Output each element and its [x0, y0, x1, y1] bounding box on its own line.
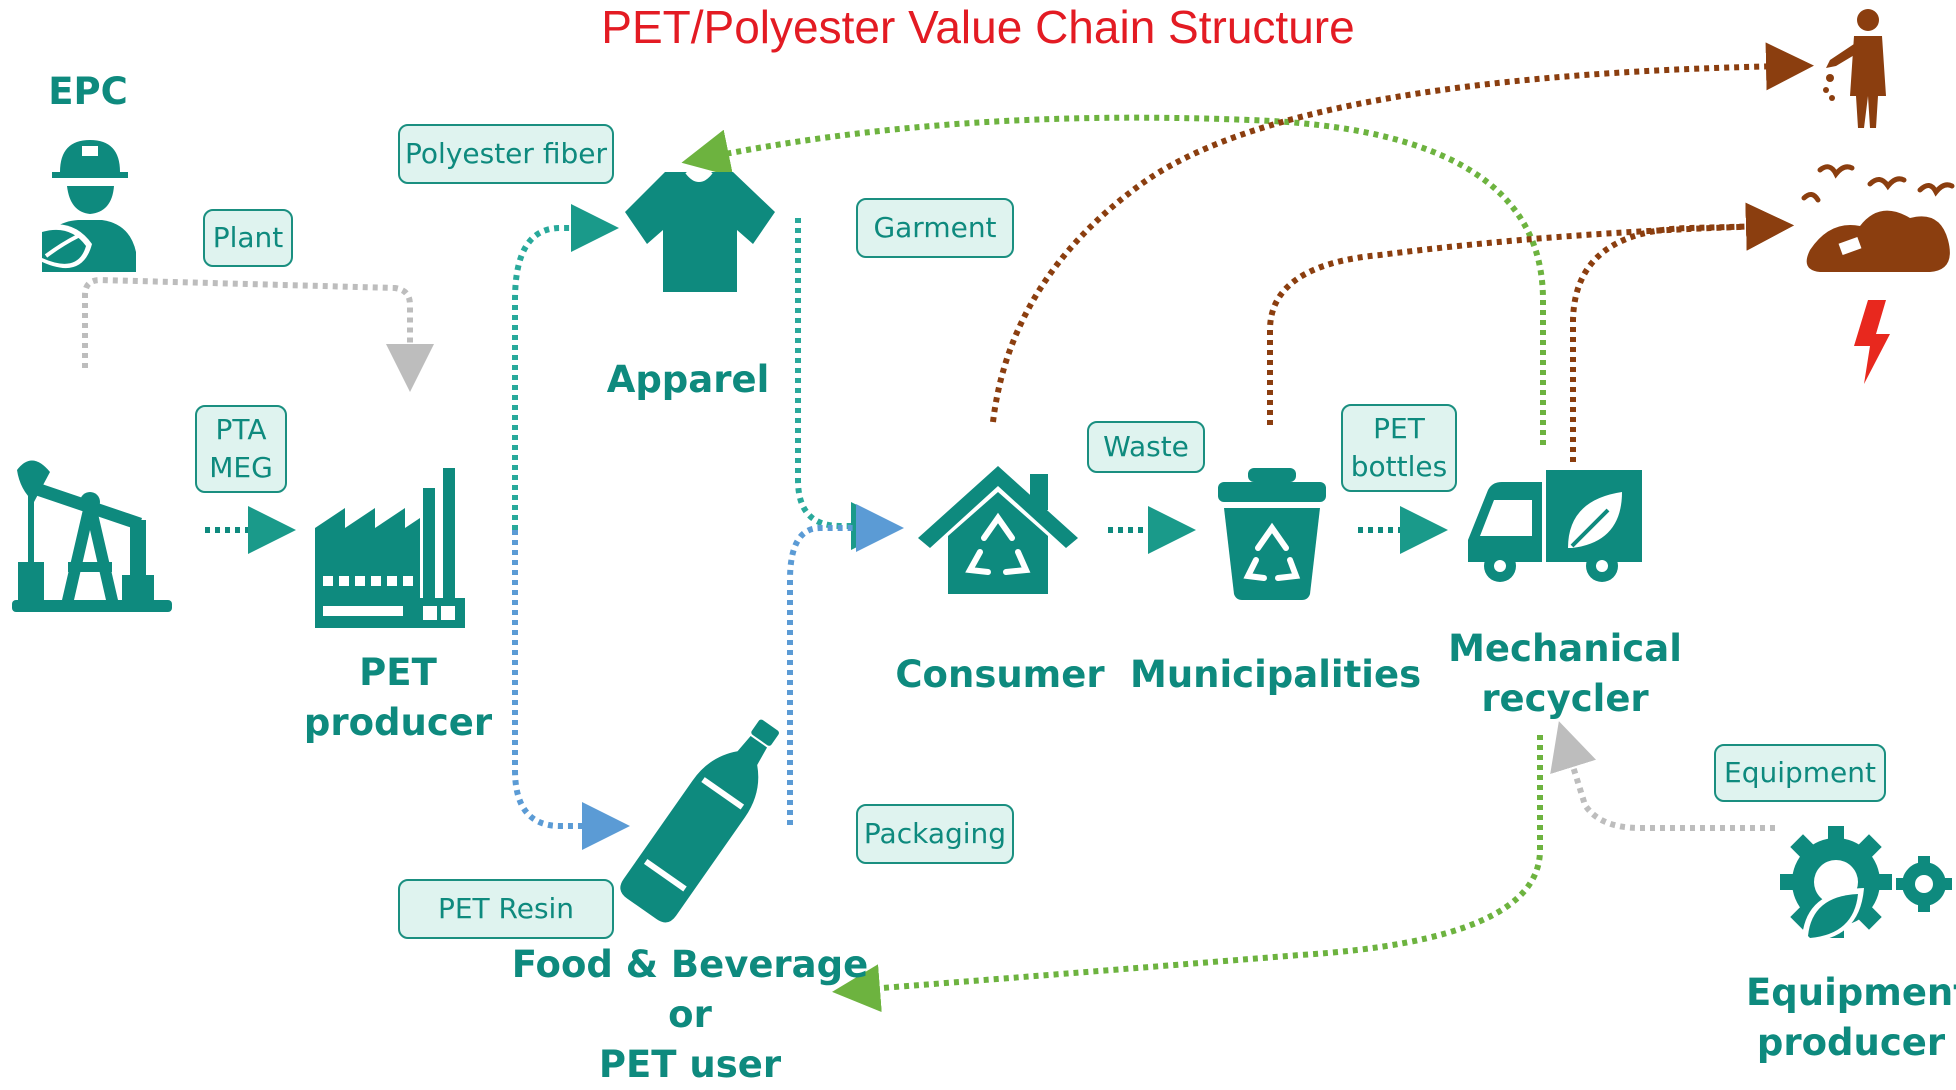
eco-truck-icon — [1468, 470, 1642, 582]
tag-garment: Garment — [856, 198, 1014, 258]
bottle-icon — [620, 719, 779, 923]
worker-leaf-icon — [38, 140, 136, 272]
tag-pet-bottles: PET bottles — [1341, 404, 1457, 492]
flow-epc-to-feedstock — [82, 276, 434, 392]
mechanical-recycler-label: Mechanical recycler — [1448, 627, 1682, 720]
flow-recycler-to-food-beverage — [832, 735, 1543, 1013]
flow-pet-to-apparel — [512, 204, 619, 530]
tag-plant: Plant — [203, 209, 293, 267]
flow-recycler-to-apparel — [681, 114, 1546, 445]
litter-person-icon — [1823, 9, 1886, 128]
apparel-label: Apparel — [606, 358, 770, 401]
recycle-house-icon — [918, 466, 1078, 594]
food-beverage-label: Food & Beverage or PET user — [511, 943, 869, 1086]
flow-pet-to-bottle — [512, 530, 630, 850]
diagram-title: PET/Polyester Value Chain Structure — [601, 1, 1355, 53]
tag-pta-meg: PTA MEG — [195, 405, 287, 493]
consumer-label: Consumer — [895, 653, 1105, 696]
recycle-bin-icon — [1218, 468, 1326, 600]
tag-pet-resin: PET Resin — [398, 879, 614, 939]
epc-label: EPC — [48, 70, 128, 113]
tshirt-icon — [625, 170, 775, 292]
flow-municipalities-to-landfill — [1267, 202, 1794, 425]
tag-waste: Waste — [1087, 421, 1205, 473]
gear-leaf-icon — [1780, 826, 1952, 942]
factory-icon — [315, 468, 465, 628]
landfill-icon — [1801, 164, 1955, 272]
flow-bottle-to-consumer — [787, 504, 904, 825]
municipalities-label: Municipalities — [1130, 653, 1422, 696]
tag-equipment: Equipment — [1714, 744, 1886, 802]
tag-polyester-fiber: Polyester fiber — [398, 124, 614, 184]
tag-packaging: Packaging — [856, 804, 1014, 864]
equipment-producer-label: Equipment producer — [1746, 971, 1956, 1064]
flow-apparel-to-consumer — [795, 218, 899, 550]
pet-producer-label: PET producer — [303, 651, 493, 744]
flow-recycler-to-landfill — [1570, 202, 1794, 462]
lightning-icon — [1854, 300, 1890, 384]
value-chain-diagram — [12, 9, 1955, 1013]
flow-consumer-to-litter — [990, 42, 1814, 423]
oil-pump-icon — [12, 460, 172, 612]
